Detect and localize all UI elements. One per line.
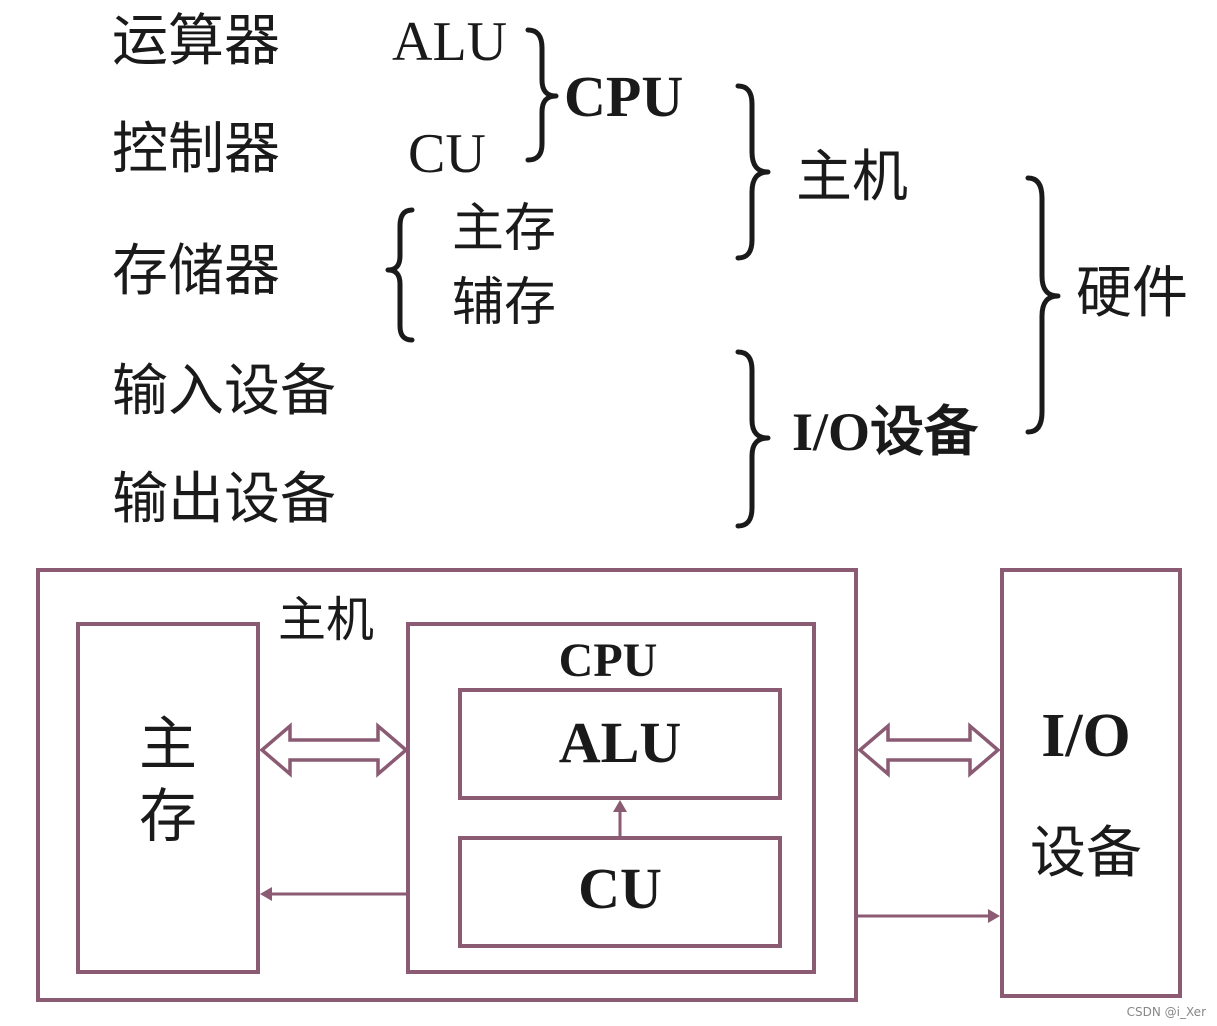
alu-box-label: ALU [559,710,681,775]
cpu-to-memory-arrowhead [260,887,272,901]
io-brace [735,349,771,529]
io-box-label-line1: I/O [1041,702,1131,770]
io-device-label: I/O设备 [792,402,979,462]
alu-chinese-label: 运算器 [112,9,280,74]
cu-to-alu-arrowhead [613,800,627,812]
host-to-io-arrowhead [988,909,1000,923]
main-memory-box-label-line1: 主 [139,710,197,778]
host-io-double-arrow [857,722,1001,778]
io-box-label-line2: 设备 [1030,821,1142,886]
cu-box-label: CU [578,856,662,921]
memory-brace [385,207,415,343]
cpu-box-label: CPU [559,634,658,687]
main-memory-box [76,622,260,974]
host-box-label: 主机 [278,592,374,648]
classification-tree: 运算器 ALU 控制器 CU CPU 存储器 主存 辅存 主机 输入设备 输出设… [112,9,1188,532]
cpu-label: CPU [564,64,683,129]
main-memory-box-label-line2: 存 [139,782,197,850]
hardware-label: 硬件 [1076,261,1188,326]
io-box [1000,568,1182,998]
alu-english-label: ALU [392,11,507,73]
memory-cpu-double-arrow [259,722,409,778]
main-memory-label: 主存 [452,199,556,259]
memory-chinese-label: 存储器 [112,239,280,304]
hardware-brace [1025,175,1061,435]
cu-chinese-label: 控制器 [112,117,280,182]
aux-memory-label: 辅存 [452,273,556,333]
host-label: 主机 [796,145,908,210]
host-brace [735,83,771,261]
alu-box [458,688,782,800]
cu-english-label: CU [408,123,486,185]
block-diagram: 主机 主 存 CPU ALU CU I/O 设备 [36,568,1182,1002]
watermark: CSDN @i_Xer [1127,1005,1206,1019]
cpu-brace [525,27,559,163]
input-device-label: 输入设备 [112,359,336,424]
cu-box [458,836,782,948]
output-device-label: 输出设备 [112,467,336,532]
